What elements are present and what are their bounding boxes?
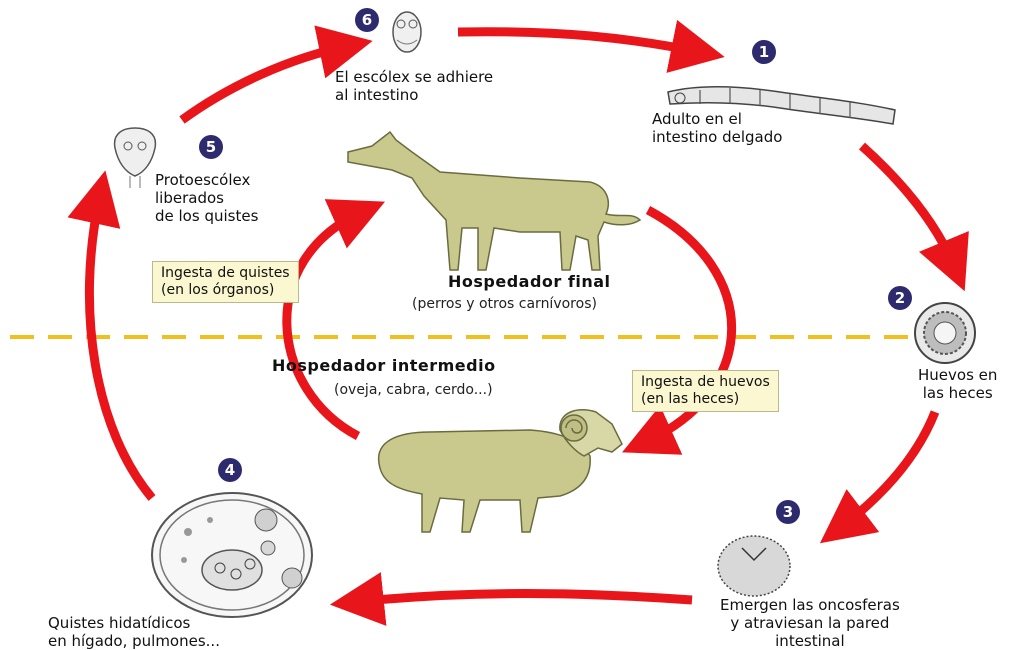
arrow-4-to-5 xyxy=(89,195,152,498)
sheep-illustration xyxy=(379,410,622,532)
stage-3-label: Emergen las oncosferas y atraviesan la p… xyxy=(720,596,900,650)
intermediate-host-subtitle: (oveja, cabra, cerdo...) xyxy=(334,382,493,398)
stage-1-badge: 1 xyxy=(752,40,776,64)
stage-4-label: Quistes hidatídicos en hígado, pulmones.… xyxy=(48,614,220,650)
stage-5-label: Protoescólex liberados de los quistes xyxy=(155,171,258,225)
egg-illustration xyxy=(915,303,975,363)
final-host-subtitle: (perros y otros carnívoros) xyxy=(412,296,597,312)
protoscolex-illustration xyxy=(115,128,156,188)
scolex-illustration xyxy=(393,12,421,52)
stage-6-label: El escólex se adhiere al intestino xyxy=(335,68,493,104)
final-host-title: Hospedador final xyxy=(448,272,610,291)
hydatid-cyst-illustration xyxy=(152,493,312,617)
dog-illustration xyxy=(348,132,640,270)
stage-2-badge: 2 xyxy=(888,286,912,310)
arrow-2-to-3 xyxy=(840,412,935,528)
stage-5-badge: 5 xyxy=(199,135,223,159)
stage-4-badge: 4 xyxy=(218,458,242,482)
cyst-ingestion-note: Ingesta de quistes (en los órganos) xyxy=(152,261,299,303)
stage-6-badge: 6 xyxy=(355,8,379,32)
arrow-sheep-to-dog xyxy=(287,212,362,436)
arrow-1-to-2 xyxy=(862,146,955,268)
egg-ingestion-note: Ingesta de huevos (en las heces) xyxy=(632,370,779,412)
stage-3-badge: 3 xyxy=(776,500,800,524)
stage-1-label: Adulto en el intestino delgado xyxy=(652,110,782,146)
stage-2-label: Huevos en las heces xyxy=(918,366,997,402)
arrow-3-to-4 xyxy=(355,594,692,603)
arrow-5-to-6 xyxy=(182,46,348,120)
arrow-6-to-1 xyxy=(458,32,700,52)
oncosphere-illustration xyxy=(718,536,790,596)
intermediate-host-title: Hospedador intermedio xyxy=(272,356,496,375)
